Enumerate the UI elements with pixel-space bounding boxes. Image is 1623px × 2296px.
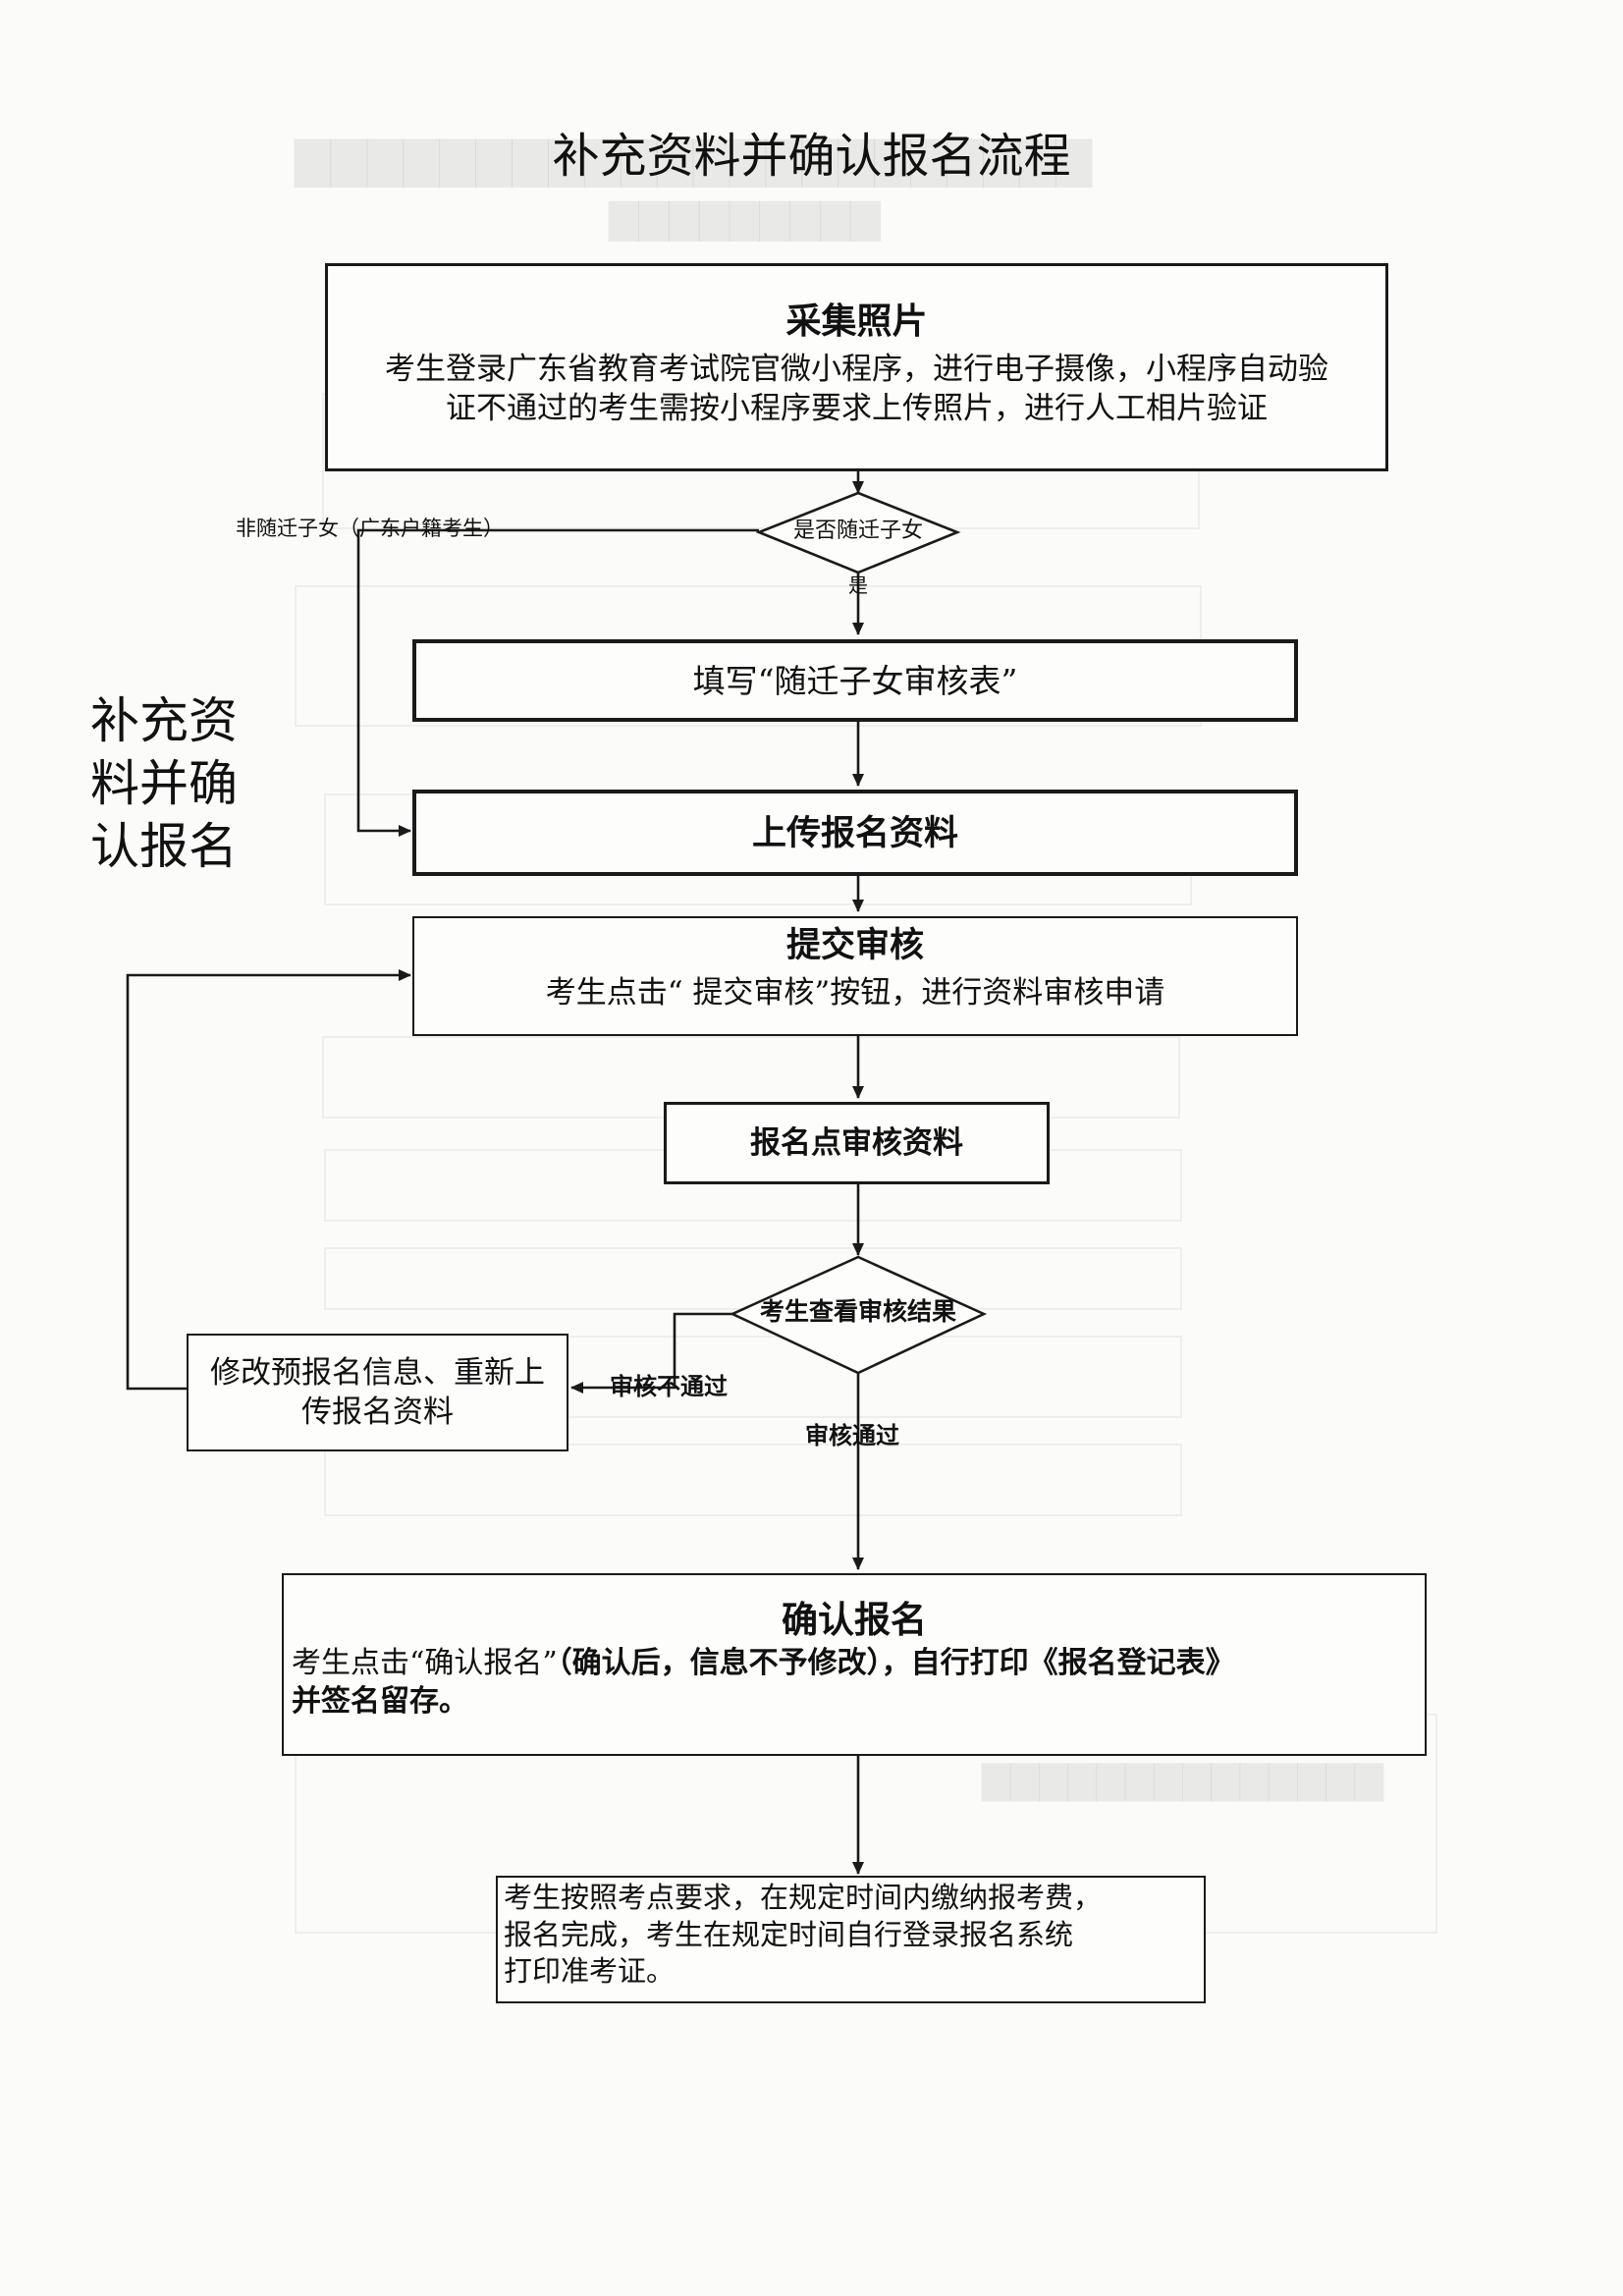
decision-result-shape — [729, 1255, 988, 1375]
node-desc: 打印准考证。 — [504, 1954, 676, 1989]
edge-label-review-failed: 审核不通过 — [610, 1373, 728, 1400]
node-desc: 修改预报名信息、重新上 — [210, 1355, 545, 1391]
side-label-line: 料并确 — [90, 755, 238, 812]
edge-review-failed — [570, 1312, 732, 1394]
node-submit-review: 提交审核 考生点击“ 提交审核”按钮，进行资料审核申请 — [412, 916, 1298, 1036]
node-desc: 考生点击“确认报名”（确认后，信息不予修改），自行打印《报名登记表》 — [292, 1644, 1425, 1682]
side-label-line: 认报名 — [90, 818, 238, 875]
node-collect-photo: 采集照片 考生登录广东省教育考试院官微小程序，进行电子摄像，小程序自动验 证不通… — [325, 263, 1388, 471]
edge-modify-loop — [126, 969, 411, 1391]
desc-normal: 考生点击“确认报名” — [292, 1646, 558, 1681]
node-site-review: 报名点审核资料 — [664, 1102, 1050, 1184]
side-label: 补充资 料并确 认报名 — [90, 689, 262, 878]
node-desc: 证不通过的考生需按小程序要求上传照片，进行人工相片验证 — [446, 391, 1268, 427]
side-label-line: 补充资 — [90, 692, 238, 749]
node-fill-form: 填写“随迁子女审核表” — [412, 639, 1298, 722]
edge-label-yes: 是 — [848, 574, 868, 597]
desc-bold: （确认后，信息不予修改），自行打印《报名登记表》 — [557, 1646, 1235, 1681]
edge-label-review-passed: 审核通过 — [805, 1422, 899, 1449]
node-desc: 并签名留存。 — [292, 1684, 468, 1720]
node-title: 提交审核 — [785, 926, 924, 965]
node-desc: 传报名资料 — [301, 1394, 454, 1431]
node-modify-info: 修改预报名信息、重新上 传报名资料 — [187, 1334, 568, 1451]
edge-not-migrant — [356, 528, 520, 837]
decision-migrant-label: 是否随迁子女 — [792, 519, 923, 543]
node-desc: 考生按照考点要求，在规定时间内缴纳报考费， — [504, 1881, 1103, 1914]
node-upload-materials: 上传报名资料 — [412, 790, 1298, 876]
node-title: 采集照片 — [785, 301, 928, 342]
page-title: 补充资料并确认报名流程 — [552, 129, 1071, 184]
edge-label-not-migrant: 非随迁子女（广东户籍考生） — [236, 517, 504, 540]
node-final-step: 考生按照考点要求，在规定时间内缴纳报考费， 报名完成，考生在规定时间自行登录报名… — [496, 1876, 1206, 2003]
decision-result-label: 考生查看审核结果 — [759, 1297, 956, 1326]
decision-migrant-shape — [755, 491, 961, 574]
node-desc: 考生登录广东省教育考试院官微小程序，进行电子摄像，小程序自动验 — [385, 351, 1328, 387]
node-title: 确认报名 — [782, 1599, 927, 1641]
node-confirm-registration: 确认报名 考生点击“确认报名”（确认后，信息不予修改），自行打印《报名登记表》 … — [282, 1573, 1427, 1756]
node-desc: 考生点击“ 提交审核”按钮，进行资料审核申请 — [545, 974, 1165, 1011]
node-desc: 报名完成，考生在规定时间自行登录报名系统 — [504, 1917, 1074, 1951]
